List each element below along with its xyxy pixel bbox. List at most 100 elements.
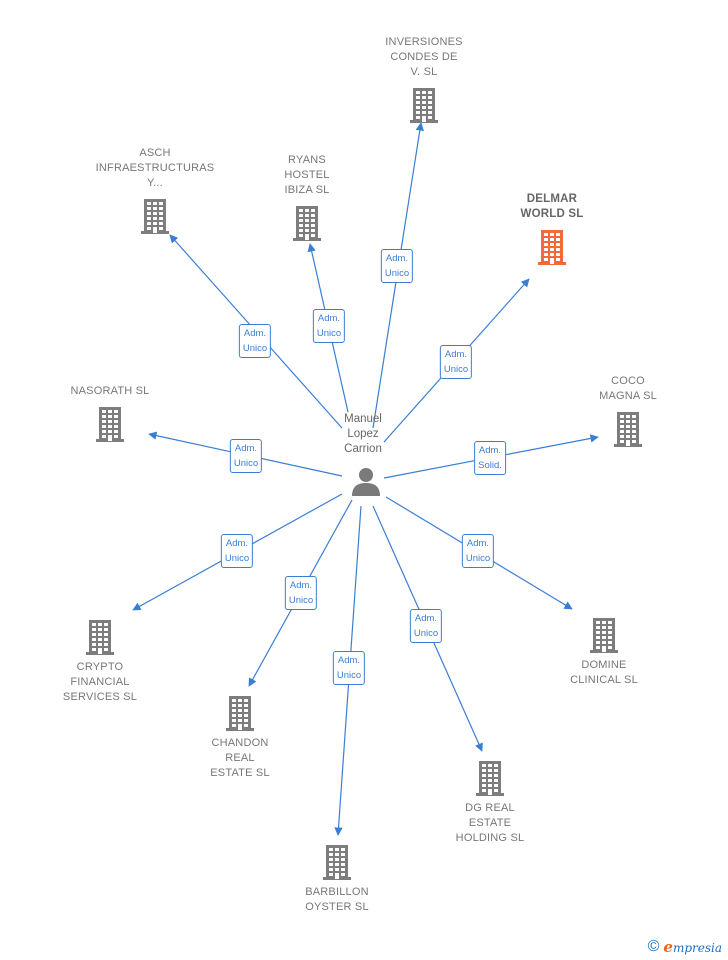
- company-node-dg[interactable]: DG REAL ESTATE HOLDING SL: [420, 759, 560, 846]
- person-icon[interactable]: [350, 466, 382, 498]
- company-name-line: NASORATH SL: [70, 385, 150, 397]
- relation-role-line: Adm.: [466, 538, 490, 549]
- company-name-line: DG REAL: [465, 802, 515, 814]
- company-name-line: INFRAESTRUCTURAS: [95, 162, 215, 174]
- company-name-line: HOLDING SL: [455, 832, 525, 844]
- building-icon: [323, 845, 351, 880]
- relation-role-line: Unico: [233, 458, 259, 469]
- company-name-line: HOSTEL: [284, 169, 330, 181]
- relation-role-line: Unico: [288, 595, 314, 606]
- company-name: DOMINE CLINICAL SL: [570, 658, 638, 688]
- building-icon: [141, 199, 169, 234]
- relation-role-line: Adm.: [243, 328, 267, 339]
- company-name: CHANDON REAL ESTATE SL: [210, 736, 269, 781]
- relation-role-line: Unico: [384, 268, 410, 279]
- building-icon: [226, 696, 254, 731]
- relation-role-line: Unico: [224, 553, 250, 564]
- relation-role-line: Unico: [413, 628, 439, 639]
- relation-role-line: Unico: [465, 553, 491, 564]
- company-node-nasorath[interactable]: NASORATH SL: [40, 384, 180, 443]
- company-name-line: RYANS: [288, 154, 326, 166]
- relation-role-line: Unico: [443, 364, 469, 375]
- company-name-line: ESTATE SL: [210, 767, 270, 779]
- building-icon: [476, 761, 504, 796]
- relation-badge-ryans[interactable]: Adm. Unico: [312, 309, 346, 343]
- company-node-barbillon[interactable]: BARBILLON OYSTER SL: [267, 843, 407, 915]
- relation-role-line: Adm.: [289, 580, 313, 591]
- building-icon: [96, 407, 124, 442]
- company-name-line: CRYPTO: [76, 661, 124, 673]
- relation-badge-inversiones[interactable]: Adm. Unico: [380, 249, 414, 283]
- brand-logo: empresia: [663, 938, 722, 956]
- relation-role-line: Unico: [242, 343, 268, 354]
- company-name-line: V. SL: [410, 66, 438, 78]
- relation-role-line: Unico: [316, 328, 342, 339]
- company-name-line: INVERSIONES: [385, 36, 463, 48]
- relation-role-line: Adm.: [444, 349, 468, 360]
- center-name-line: Carrion: [344, 443, 382, 455]
- company-name-line: SERVICES SL: [62, 691, 138, 703]
- relation-role-line: Adm.: [234, 443, 258, 454]
- building-icon: [86, 620, 114, 655]
- relation-role-line: Adm.: [385, 253, 409, 264]
- center-name-line: Manuel: [344, 413, 382, 425]
- company-name: BARBILLON OYSTER SL: [305, 885, 369, 915]
- relation-role-line: Solid.: [478, 460, 502, 471]
- company-name: RYANS HOSTEL IBIZA SL: [284, 153, 329, 198]
- company-name-line: OYSTER SL: [305, 901, 369, 913]
- center-name-line: Lopez: [347, 428, 379, 440]
- relation-role-line: Adm.: [414, 613, 438, 624]
- company-name-line: DOMINE: [581, 659, 627, 671]
- company-name: INVERSIONES CONDES DE V. SL: [385, 35, 462, 80]
- relation-badge-delmar[interactable]: Adm. Unico: [439, 345, 473, 379]
- company-name-line: COCO: [611, 375, 645, 387]
- company-node-ryans[interactable]: RYANS HOSTEL IBIZA SL: [237, 153, 377, 242]
- relation-badge-chandon[interactable]: Adm. Unico: [284, 576, 318, 610]
- building-icon: [293, 206, 321, 241]
- relation-badge-domine[interactable]: Adm. Unico: [461, 534, 495, 568]
- relation-role-line: Adm.: [478, 445, 502, 456]
- company-name-line: ESTATE: [468, 817, 512, 829]
- footer-brand: © empresia: [648, 938, 722, 956]
- company-node-domine[interactable]: DOMINE CLINICAL SL: [534, 616, 674, 688]
- company-node-crypto[interactable]: CRYPTO FINANCIAL SERVICES SL: [30, 618, 170, 705]
- company-name: DG REAL ESTATE HOLDING SL: [456, 801, 525, 846]
- building-icon: [590, 618, 618, 653]
- company-name: DELMAR WORLD SL: [521, 192, 584, 222]
- relation-badge-dg[interactable]: Adm. Unico: [409, 609, 443, 643]
- company-node-coco[interactable]: COCO MAGNA SL: [558, 374, 698, 448]
- relation-badge-asch[interactable]: Adm. Unico: [238, 324, 272, 358]
- relation-role-line: Adm.: [317, 313, 341, 324]
- company-node-inversiones[interactable]: INVERSIONES CONDES DE V. SL: [354, 35, 494, 124]
- brand-name: mpresia: [672, 941, 722, 955]
- company-name-line: Y...: [147, 177, 163, 189]
- company-name-line: BARBILLON: [305, 886, 369, 898]
- relation-badge-nasorath[interactable]: Adm. Unico: [229, 439, 263, 473]
- company-name-line: REAL: [225, 752, 255, 764]
- company-name-line: CONDES DE: [390, 51, 458, 63]
- relation-role-line: Unico: [336, 670, 362, 681]
- company-node-delmar[interactable]: DELMAR WORLD SL: [482, 192, 622, 266]
- company-name-line: IBIZA SL: [284, 184, 330, 196]
- building-icon: [410, 88, 438, 123]
- company-name-line: MAGNA SL: [599, 390, 657, 402]
- company-name: CRYPTO FINANCIAL SERVICES SL: [63, 660, 137, 705]
- relation-badge-crypto[interactable]: Adm. Unico: [220, 534, 254, 568]
- company-name-line: WORLD SL: [520, 208, 584, 220]
- relation-badge-coco[interactable]: Adm. Solid.: [474, 441, 506, 475]
- building-icon: [538, 230, 566, 265]
- company-name: NASORATH SL: [70, 384, 149, 399]
- relation-role-line: Adm.: [225, 538, 249, 549]
- relation-badge-barbillon[interactable]: Adm. Unico: [332, 651, 366, 685]
- company-name-line: CHANDON: [211, 737, 269, 749]
- brand-initial: e: [663, 938, 673, 956]
- copyright-symbol: ©: [647, 938, 660, 955]
- company-name-line: DELMAR: [526, 193, 578, 205]
- relation-role-line: Adm.: [337, 655, 361, 666]
- company-name-line: FINANCIAL: [70, 676, 130, 688]
- company-node-chandon[interactable]: CHANDON REAL ESTATE SL: [170, 694, 310, 781]
- company-name-line: CLINICAL SL: [570, 674, 638, 686]
